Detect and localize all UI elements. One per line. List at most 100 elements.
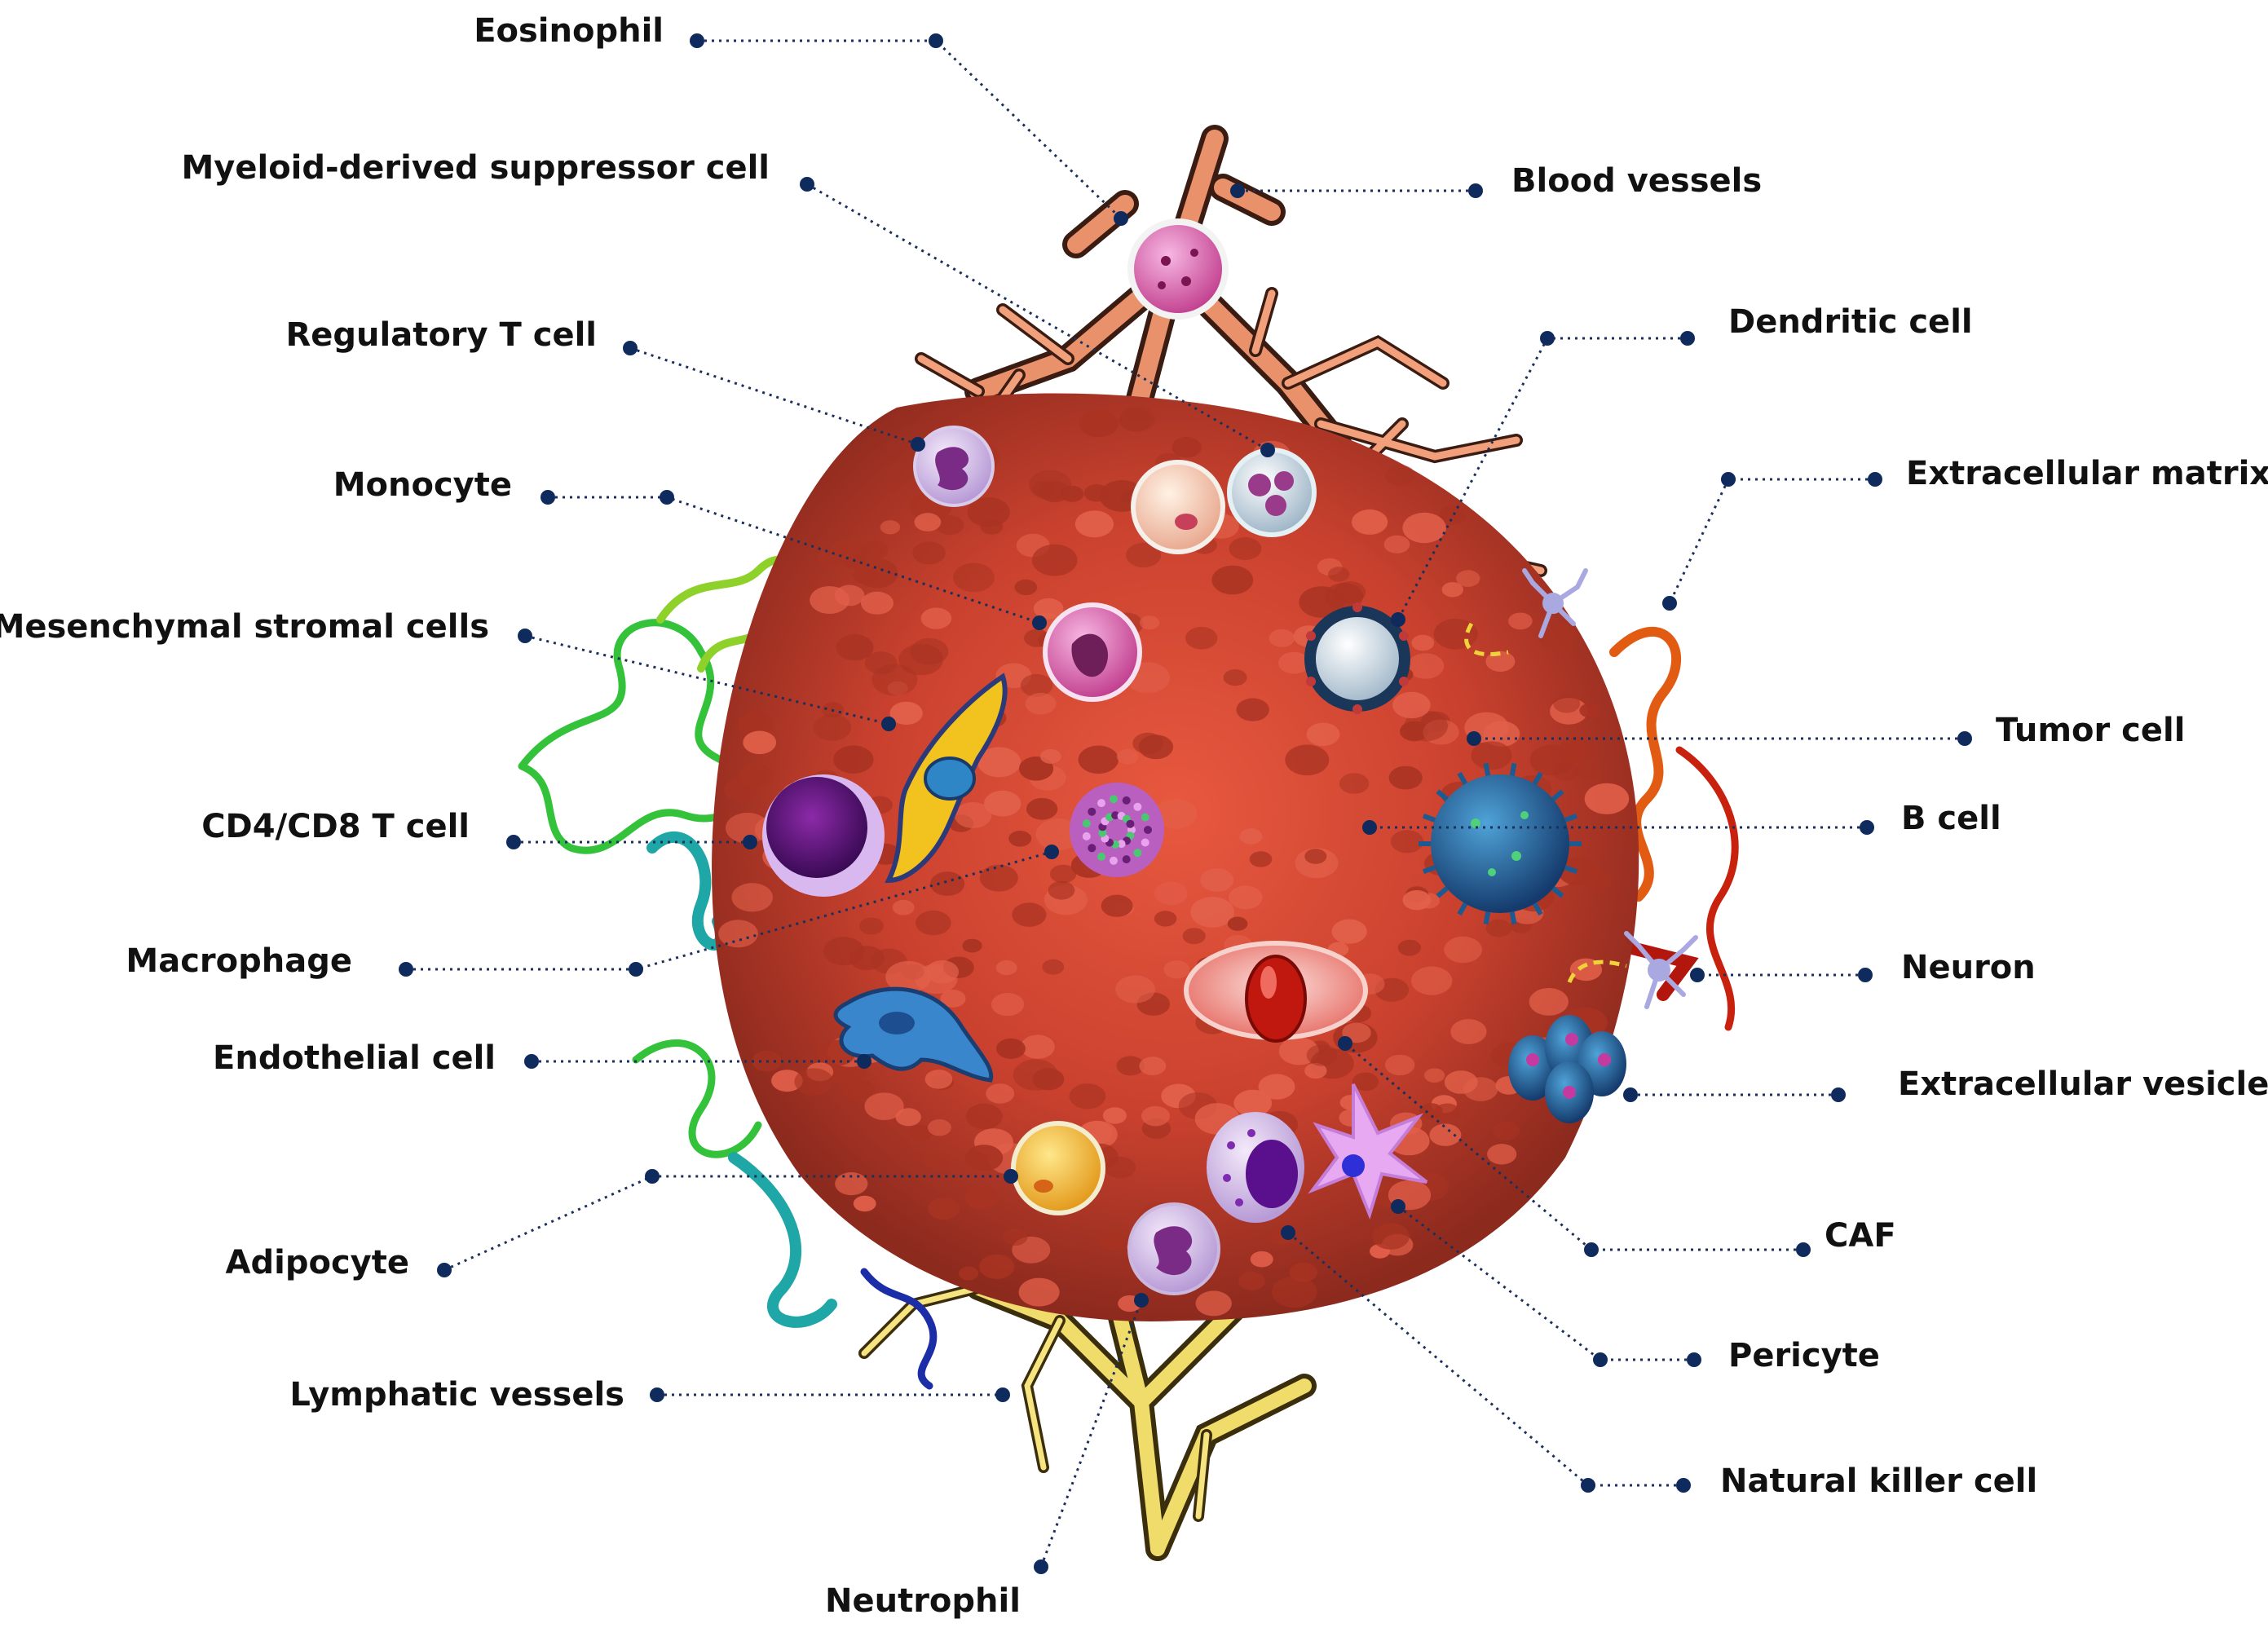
label-macrophage: Macrophage	[126, 942, 352, 980]
tumor-bump	[1048, 880, 1075, 900]
neuron-axon-dash-lower	[1567, 959, 1627, 984]
tumor-bump	[924, 1070, 953, 1089]
label-pericyte: Pericyte	[1728, 1337, 1880, 1374]
label-lymphatic-vessels: Lymphatic vessels	[289, 1376, 624, 1414]
tumor-bump	[1402, 512, 1446, 544]
leader-dot-monocyte	[541, 490, 555, 505]
b-cell-spike	[1509, 911, 1517, 925]
leader-line-mdsc	[806, 183, 1269, 452]
neutrophil-cell	[1127, 1202, 1220, 1295]
tumor-bump	[924, 1152, 948, 1169]
tumor-bump	[1003, 1228, 1028, 1246]
tumor-bump	[1392, 691, 1431, 719]
regulatory-t-cell	[913, 426, 995, 507]
label-monocyte: Monocyte	[333, 466, 512, 504]
b-cell-spike	[1564, 813, 1578, 823]
tumor-bump	[912, 541, 946, 565]
leader-dot-bcell	[1860, 820, 1874, 835]
b-cell-spike	[1457, 902, 1468, 916]
tumor-bump	[1100, 1233, 1124, 1250]
endothelial-cell	[833, 986, 994, 1083]
tumor-bump	[1328, 567, 1350, 582]
leader-dot-tumor	[1957, 731, 1972, 746]
label-extracellular-matrix: Extracellular matrix	[1906, 455, 2268, 492]
tumor-bump	[834, 584, 865, 607]
tumor-bump	[1154, 881, 1188, 906]
leader-line-ecm	[1668, 478, 1875, 604]
tumor-bump	[1042, 959, 1065, 975]
macrophage-granule	[1117, 840, 1126, 849]
macrophage-granule	[1126, 819, 1135, 828]
tumor-bump	[1116, 748, 1139, 765]
tumor-bump	[1069, 1083, 1106, 1109]
b-cell-spike	[1483, 762, 1491, 776]
leader-dot-lymphatic	[995, 1387, 1010, 1402]
tumor-bump	[1306, 722, 1340, 747]
tumor-bump	[1119, 408, 1152, 432]
tumor-bump	[1352, 509, 1388, 535]
leader-dot-macrophage	[1044, 845, 1059, 859]
tumor-bump	[855, 558, 898, 589]
tumor-bump	[731, 883, 773, 912]
neuron-axon-dash	[1464, 622, 1509, 657]
label-blood-vessels: Blood vessels	[1511, 162, 1763, 200]
tumor-bump	[1211, 565, 1254, 595]
tumor-bump	[1439, 505, 1467, 525]
leader-dot-ecm	[1721, 472, 1736, 487]
leader-dot-lymphatic	[650, 1387, 664, 1402]
leader-dot-ev	[1623, 1087, 1638, 1102]
leader-dot-cd4cd8	[743, 835, 757, 849]
tumor-bump	[1269, 629, 1295, 647]
tumor-bump	[1141, 1105, 1170, 1127]
leader-dot-endothelial	[524, 1054, 539, 1069]
tumor-bump	[1429, 1123, 1462, 1146]
tumor-bump	[835, 1172, 868, 1196]
tumor-bump	[959, 1266, 979, 1281]
tumor-bump	[1388, 765, 1423, 790]
tumor-bump	[1013, 1059, 1058, 1091]
b-cell	[1419, 762, 1582, 925]
leader-dot-pericyte	[1593, 1352, 1608, 1367]
tumor-bump	[1236, 698, 1269, 721]
tumor-bump	[771, 1070, 803, 1092]
tumor-bump	[1407, 653, 1445, 679]
tumor-bump	[1200, 868, 1234, 892]
leader-dot-neutrophil	[1134, 1293, 1149, 1308]
tumor-bump	[925, 960, 959, 984]
tumor-bump	[1025, 692, 1057, 715]
b-cell-spike	[1551, 789, 1564, 801]
tumor-bump	[1402, 890, 1432, 911]
tumor-bump	[864, 1092, 904, 1120]
b-cell-spike	[1532, 902, 1543, 916]
tumor-bump	[1049, 864, 1077, 884]
tumor-bump	[935, 515, 964, 536]
tumor-bump	[1195, 1290, 1232, 1317]
tumor-bump	[1116, 1056, 1145, 1076]
tumor-bump	[1384, 1054, 1415, 1076]
tumor-bump	[1424, 1068, 1445, 1083]
tumor-bump	[1492, 1121, 1520, 1140]
tumor-bump	[1229, 885, 1263, 910]
b-cell-spike	[1532, 771, 1543, 785]
leader-line-caf	[1344, 1042, 1803, 1251]
tumor-bump	[1285, 744, 1330, 776]
neuron-upper	[1522, 568, 1588, 638]
tumor-bump	[1026, 797, 1058, 820]
macrophage-granule	[1088, 844, 1096, 853]
leader-dot-mdsc	[1260, 443, 1275, 457]
tumor-bump	[979, 1254, 1015, 1279]
tumor-bump	[1115, 975, 1155, 1004]
label-mesenchymal-stromal-cells: Mesenchymal stromal cells	[0, 608, 489, 646]
leader-dot-eosinophil	[1114, 211, 1128, 226]
leader-dot-eosinophil	[929, 33, 943, 48]
tumor-bump	[1083, 483, 1110, 502]
leader-dot-adipocyte	[1004, 1169, 1018, 1184]
leader-line-eosinophil	[697, 39, 1123, 220]
b-cell-spike	[1436, 886, 1449, 898]
tumor-bump	[858, 917, 884, 935]
leader-dot-nk	[1281, 1225, 1295, 1240]
leader-dot-caf	[1584, 1242, 1599, 1257]
tumor-bump	[892, 899, 915, 915]
